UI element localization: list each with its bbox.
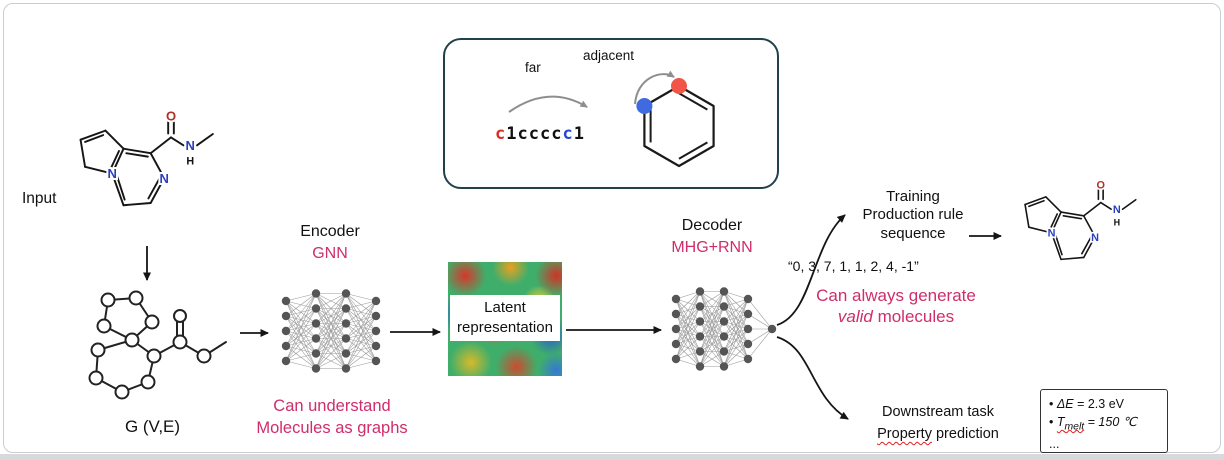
- molecules-word: molecules: [872, 307, 955, 327]
- latent-label-line2: representation: [457, 319, 553, 336]
- encoder-note-line1: Can understand: [273, 397, 391, 415]
- latent-heatmap: Latent representation: [448, 262, 562, 376]
- tmelt-value: = 150 ℃: [1084, 415, 1137, 430]
- decoder-title: Decoder: [681, 217, 743, 234]
- smiles-mid: 1cccc: [506, 124, 563, 144]
- prediction-word: prediction: [931, 425, 999, 442]
- latent-label-line1: Latent: [484, 298, 526, 316]
- delta-e-value: = 2.3 eV: [1073, 397, 1124, 411]
- downstream-line1: Downstream task: [881, 404, 994, 420]
- adjacent-arc-arrow: [634, 70, 675, 105]
- arrow-decoder-to-downstream: [776, 336, 849, 420]
- input-label: Input: [22, 190, 57, 207]
- property-item-1: • ΔE = 2.3 eV: [1049, 395, 1159, 413]
- adjacent-atom-dot-blue: [636, 98, 653, 114]
- training-block: Training Production rule sequence: [848, 188, 978, 243]
- smiles-adjacency-legend: far c1ccccc1 adjacent: [443, 38, 779, 189]
- encoder-network: [281, 289, 381, 373]
- graph-label: G (V,E): [124, 417, 181, 436]
- adjacent-label: adjacent: [583, 48, 635, 63]
- encoder-note: Can understand Molecules as graphs: [232, 396, 432, 440]
- output-molecule: [1008, 178, 1150, 301]
- far-label: far: [525, 60, 541, 75]
- downstream-block: Downstream task Property prediction: [858, 402, 1018, 446]
- training-line1: Training: [886, 188, 940, 205]
- decoder-subtitle: MHG+RNN: [671, 239, 753, 256]
- property-item-2: • Tmelt = 150 ℃: [1049, 413, 1159, 435]
- property-word: Property: [877, 425, 932, 442]
- validity-claim-line2: valid molecules: [778, 306, 1014, 327]
- property-item-more: ...: [1049, 436, 1060, 451]
- adjacent-atom-dot-red: [671, 78, 687, 94]
- rule-sequence: “0, 3, 7, 1, 1, 2, 4, -1”: [788, 258, 919, 274]
- valid-word: valid: [837, 307, 873, 327]
- benzene-ring: [634, 70, 715, 168]
- bullet-icon: •: [1049, 415, 1054, 430]
- training-line3: sequence: [880, 224, 946, 242]
- smiles-end: 1: [573, 124, 585, 144]
- smiles-atom-blue: c: [562, 124, 574, 144]
- encoder-subtitle: GNN: [312, 245, 348, 262]
- smiles-atom-red: c: [495, 124, 507, 144]
- encoder-title: Encoder: [300, 223, 360, 240]
- smiles-string: c1ccccc1: [495, 124, 585, 144]
- downstream-line2: Property prediction: [858, 424, 1018, 446]
- encoder-note-line2: Molecules as graphs: [256, 418, 408, 437]
- validity-claim-line1: Can always generate: [816, 286, 976, 305]
- latent-label: Latent representation: [450, 295, 560, 341]
- decoder-network: [671, 287, 777, 371]
- bullet-icon: •: [1049, 397, 1054, 411]
- property-values-box: • ΔE = 2.3 eV • Tmelt = 150 ℃ ...: [1040, 389, 1168, 453]
- input-molecule: [60, 108, 230, 255]
- far-arc-arrow: [508, 95, 588, 113]
- bottom-edge-band: [0, 454, 1224, 460]
- training-line2: Production rule: [862, 206, 964, 224]
- delta-e-name: ΔE: [1056, 397, 1074, 411]
- molecular-graph: [88, 290, 227, 400]
- tmelt-name: Tmelt: [1056, 415, 1085, 433]
- validity-claim: Can always generate valid molecules: [778, 285, 1014, 328]
